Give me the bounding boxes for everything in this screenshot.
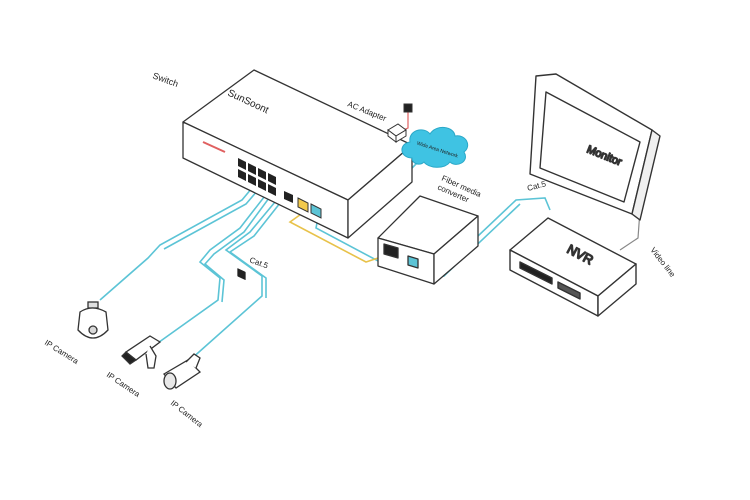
bullet-2-mount bbox=[145, 345, 157, 369]
ip-camera-label-1: IP Camera bbox=[43, 338, 81, 366]
monitor-screen bbox=[539, 91, 641, 203]
cable-switch-to-camera-1b bbox=[163, 189, 259, 250]
ptz-lens bbox=[88, 325, 98, 335]
video-line-label: Video line bbox=[648, 246, 677, 280]
monitor: Monitor bbox=[529, 73, 661, 221]
cloud-shape bbox=[401, 127, 469, 168]
ac-adapter bbox=[387, 103, 413, 143]
fiber-media-converter bbox=[377, 195, 479, 285]
ip-camera-label-3: IP Camera bbox=[169, 398, 205, 429]
bullet-2-front bbox=[121, 351, 138, 365]
bullet-camera-2 bbox=[121, 335, 162, 369]
converter-side bbox=[433, 215, 479, 285]
ptz-body bbox=[77, 307, 109, 339]
bullet-camera-3 bbox=[162, 353, 202, 390]
switch-logo-stripe bbox=[202, 141, 226, 153]
ptz-mount bbox=[87, 301, 99, 309]
wan-cloud: Wide Area Network bbox=[401, 127, 469, 168]
cable-switch-to-camera-2b bbox=[203, 193, 273, 303]
switch-label: Switch bbox=[151, 70, 179, 88]
cat5-label-right: Cat.5 bbox=[526, 179, 547, 193]
bullet-3-lens bbox=[163, 372, 177, 390]
cable-switch-to-camera-2 bbox=[154, 191, 269, 346]
cable-switch-to-camera-3b bbox=[228, 197, 285, 298]
ip-camera-label-2: IP Camera bbox=[105, 370, 142, 399]
monitor-stand bbox=[631, 129, 661, 221]
cable-switch-to-camera-1 bbox=[99, 187, 253, 301]
converter-port-fiber bbox=[383, 243, 399, 259]
nvr: NVR bbox=[509, 217, 637, 317]
nvr-disk-slot bbox=[519, 261, 553, 285]
switch-rj45-ports bbox=[238, 158, 293, 203]
switch-sfp-ports bbox=[297, 197, 322, 219]
nvr-side bbox=[597, 263, 637, 317]
power-plug bbox=[403, 103, 413, 113]
switch-right-face bbox=[347, 144, 413, 239]
switch-ports bbox=[237, 268, 246, 280]
ptz-camera bbox=[77, 301, 109, 339]
bullet-3-mount bbox=[185, 353, 201, 369]
converter-port-rj45 bbox=[407, 255, 419, 269]
nvr-buttons bbox=[557, 281, 581, 300]
